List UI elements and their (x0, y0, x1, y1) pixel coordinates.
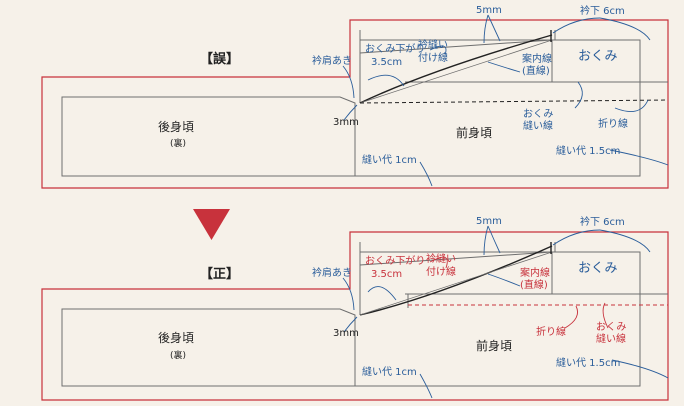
wrong-label-okumi-sagari: おくみ下がり (365, 42, 425, 55)
correct-label-5mm: 5mm (476, 216, 502, 227)
wrong-pattern-lines (61, 30, 668, 177)
correct-label-ura: (裏) (170, 349, 186, 361)
correct-label-okumi: おくみ (578, 261, 618, 276)
correct-label-eri-nui-2: 付け線 (426, 265, 456, 278)
correct-label-okumi-sagari: おくみ下がり (365, 254, 425, 267)
correct-label-3mm: 3mm (333, 328, 359, 339)
wrong-label-mae-migoro: 前身頃 (456, 125, 492, 140)
wrong-label-ura: (裏) (170, 137, 186, 149)
wrong-label-okumi-nui-1: おくみ (523, 108, 553, 120)
correct-label-annai-2: (直線) (520, 278, 548, 291)
correct-label-eri-nui-1: 衿縫い (426, 252, 456, 265)
correct-label-ori-sen: 折り線 (536, 325, 566, 338)
wrong-heading: 【誤】 (200, 51, 239, 67)
correct-annotation-leaders-red (429, 256, 609, 329)
correct-label-okumi-nui-1: おくみ (596, 321, 626, 333)
correct-heading: 【正】 (200, 266, 239, 282)
wrong-annotation-leaders (342, 14, 669, 187)
wrong-label-nuishiro-15cm: 縫い代 1.5cm (556, 144, 620, 157)
correct-label-nuishiro-15cm: 縫い代 1.5cm (556, 356, 620, 369)
wrong-label-erikata-aki: 衿肩あき (312, 54, 352, 67)
wrong-label-ushiro-migoro: 後身頃 (158, 119, 194, 134)
wrong-label-eri-nui-2: 付け線 (418, 51, 448, 64)
wrong-label-3mm: 3mm (333, 117, 359, 128)
wrong-collar-stitch-line (359, 34, 553, 104)
correct-label-mae-migoro: 前身頃 (476, 338, 512, 353)
wrong-label-okumi-nui-2: 縫い線 (523, 119, 553, 132)
correct-panel: 【正】 (41, 215, 669, 401)
wrong-okumi-dashed-line (359, 99, 669, 104)
wrong-label-5mm: 5mm (476, 5, 502, 16)
correct-annai-line (359, 251, 553, 316)
correct-annotation-leaders-blue (342, 225, 669, 399)
down-triangle-icon (193, 209, 230, 240)
wrong-label-okumi-sagari-value: 3.5cm (371, 57, 402, 68)
wrong-label-eri-shita: 衿下 6cm (580, 4, 625, 17)
correct-label-okumi-nui-2: 縫い線 (596, 332, 626, 345)
wrong-panel: 【誤】 (41, 4, 669, 189)
correct-label-annai-1: 案内線 (520, 266, 550, 279)
correct-label-nuishiro-1cm: 縫い代 1cm (362, 365, 417, 378)
wrong-label-annai-2: (直線) (522, 64, 550, 77)
wrong-label-okumi: おくみ (578, 49, 618, 64)
wrong-label-ori-sen: 折り線 (598, 117, 628, 130)
correct-label-okumi-sagari-value: 3.5cm (371, 269, 402, 280)
wrong-label-nuishiro-1cm: 縫い代 1cm (362, 153, 417, 166)
correct-label-erikata-aki: 衿肩あき (312, 266, 352, 279)
correct-collar-stitch-line (359, 245, 553, 316)
correct-pattern-lines (61, 242, 668, 387)
wrong-label-eri-nui-1: 衿縫い (418, 38, 448, 51)
correct-label-ushiro-migoro: 後身頃 (158, 330, 194, 345)
wrong-label-annai-1: 案内線 (522, 52, 552, 65)
wrong-annai-line (359, 39, 553, 104)
correct-label-eri-shita: 衿下 6cm (580, 215, 625, 228)
